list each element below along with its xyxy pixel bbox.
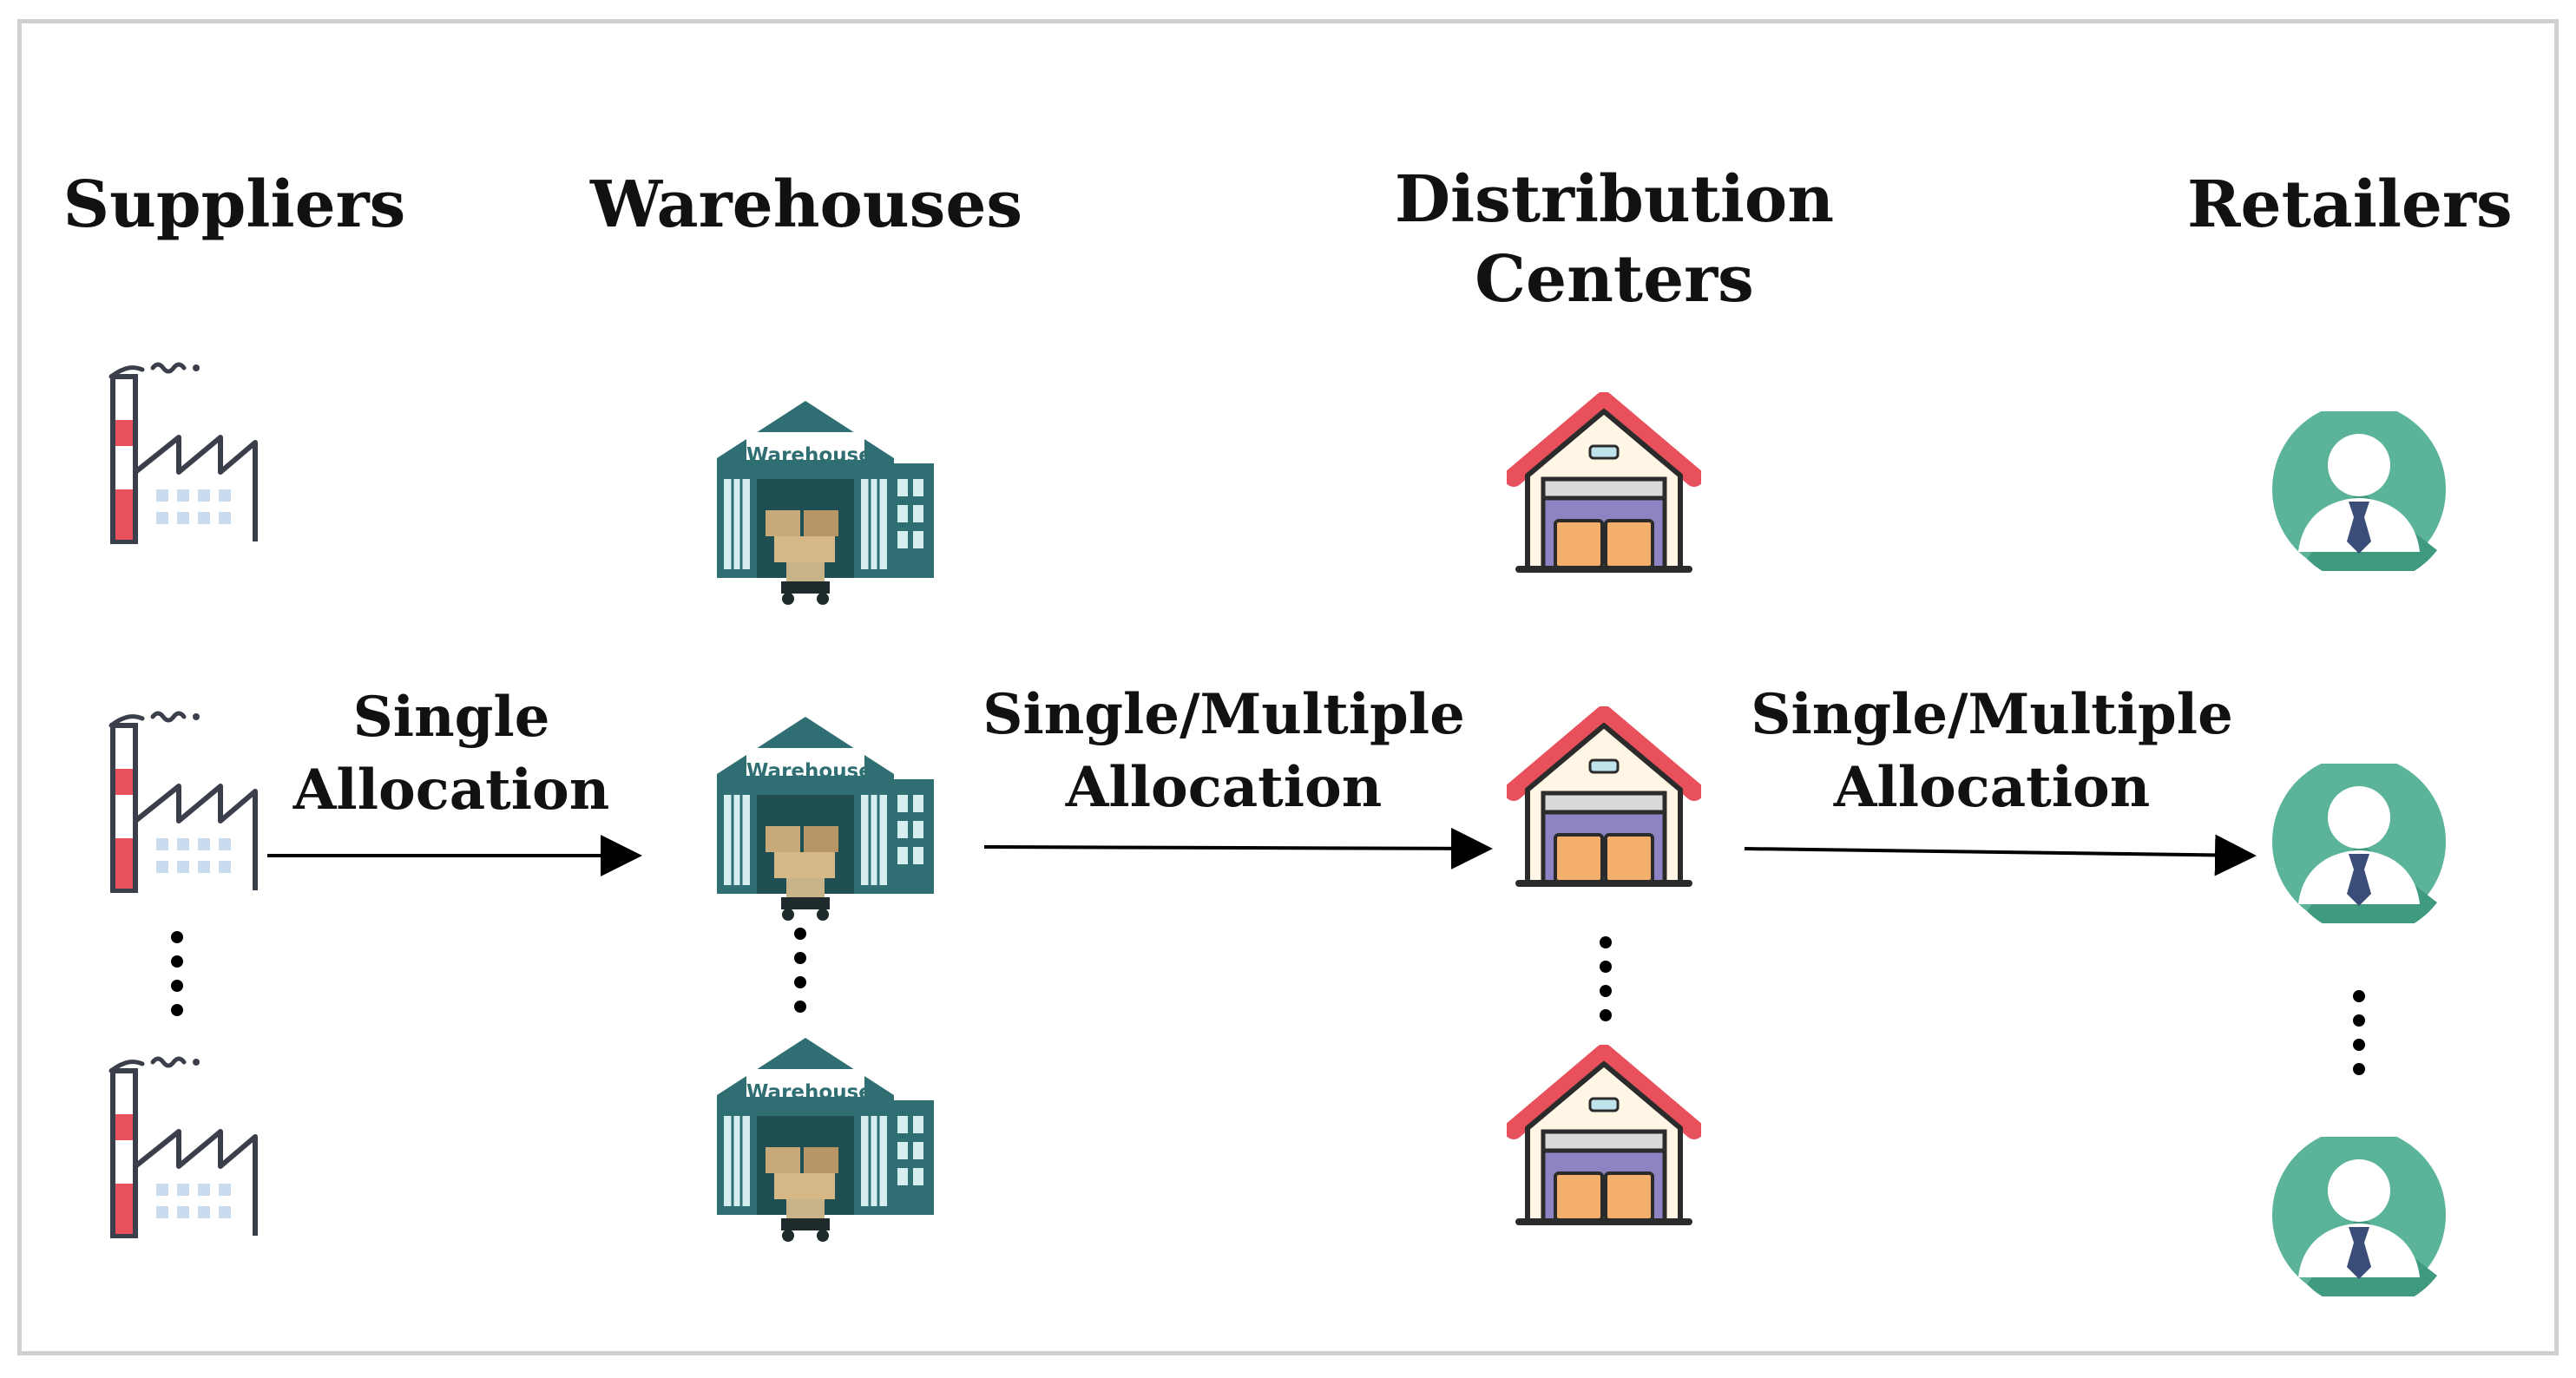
diagram-frame [17,19,2559,1355]
arrow-warehouse-to-dc [983,827,1493,869]
ellipsis-distribution-centers [1600,936,1612,1021]
flow-label-line1: Single/Multiple [982,682,1465,747]
header-distribution-centers: Distribution Centers [1380,160,1849,319]
header-distribution-line2: Centers [1475,242,1754,317]
ellipsis-warehouses [794,928,806,1013]
flow-label-line2: Allocation [292,758,610,823]
header-retailers: Retailers [2187,167,2513,242]
flow-label-dc-retailer: Single/Multiple Allocation [1732,679,2252,824]
arrow-dc-to-retailer [1744,834,2257,876]
header-distribution-line1: Distribution [1394,162,1835,237]
flow-label-supplier-warehouse: Single Allocation [278,681,625,827]
header-suppliers: Suppliers [62,167,406,242]
flow-label-line1: Single/Multiple [1751,682,2233,747]
ellipsis-retailers [2353,990,2365,1075]
flow-label-warehouse-dc: Single/Multiple Allocation [963,679,1484,824]
warehouse-sign-label: Warehouse [746,444,872,467]
header-warehouses: Warehouses [590,167,1023,242]
flow-label-line2: Allocation [1065,755,1383,820]
warehouse-sign-label: Warehouse [746,760,872,783]
ellipsis-suppliers [171,931,183,1016]
flow-label-line1: Single [352,685,550,750]
flow-label-line2: Allocation [1833,755,2151,820]
warehouse-sign-label: Warehouse [746,1081,872,1104]
